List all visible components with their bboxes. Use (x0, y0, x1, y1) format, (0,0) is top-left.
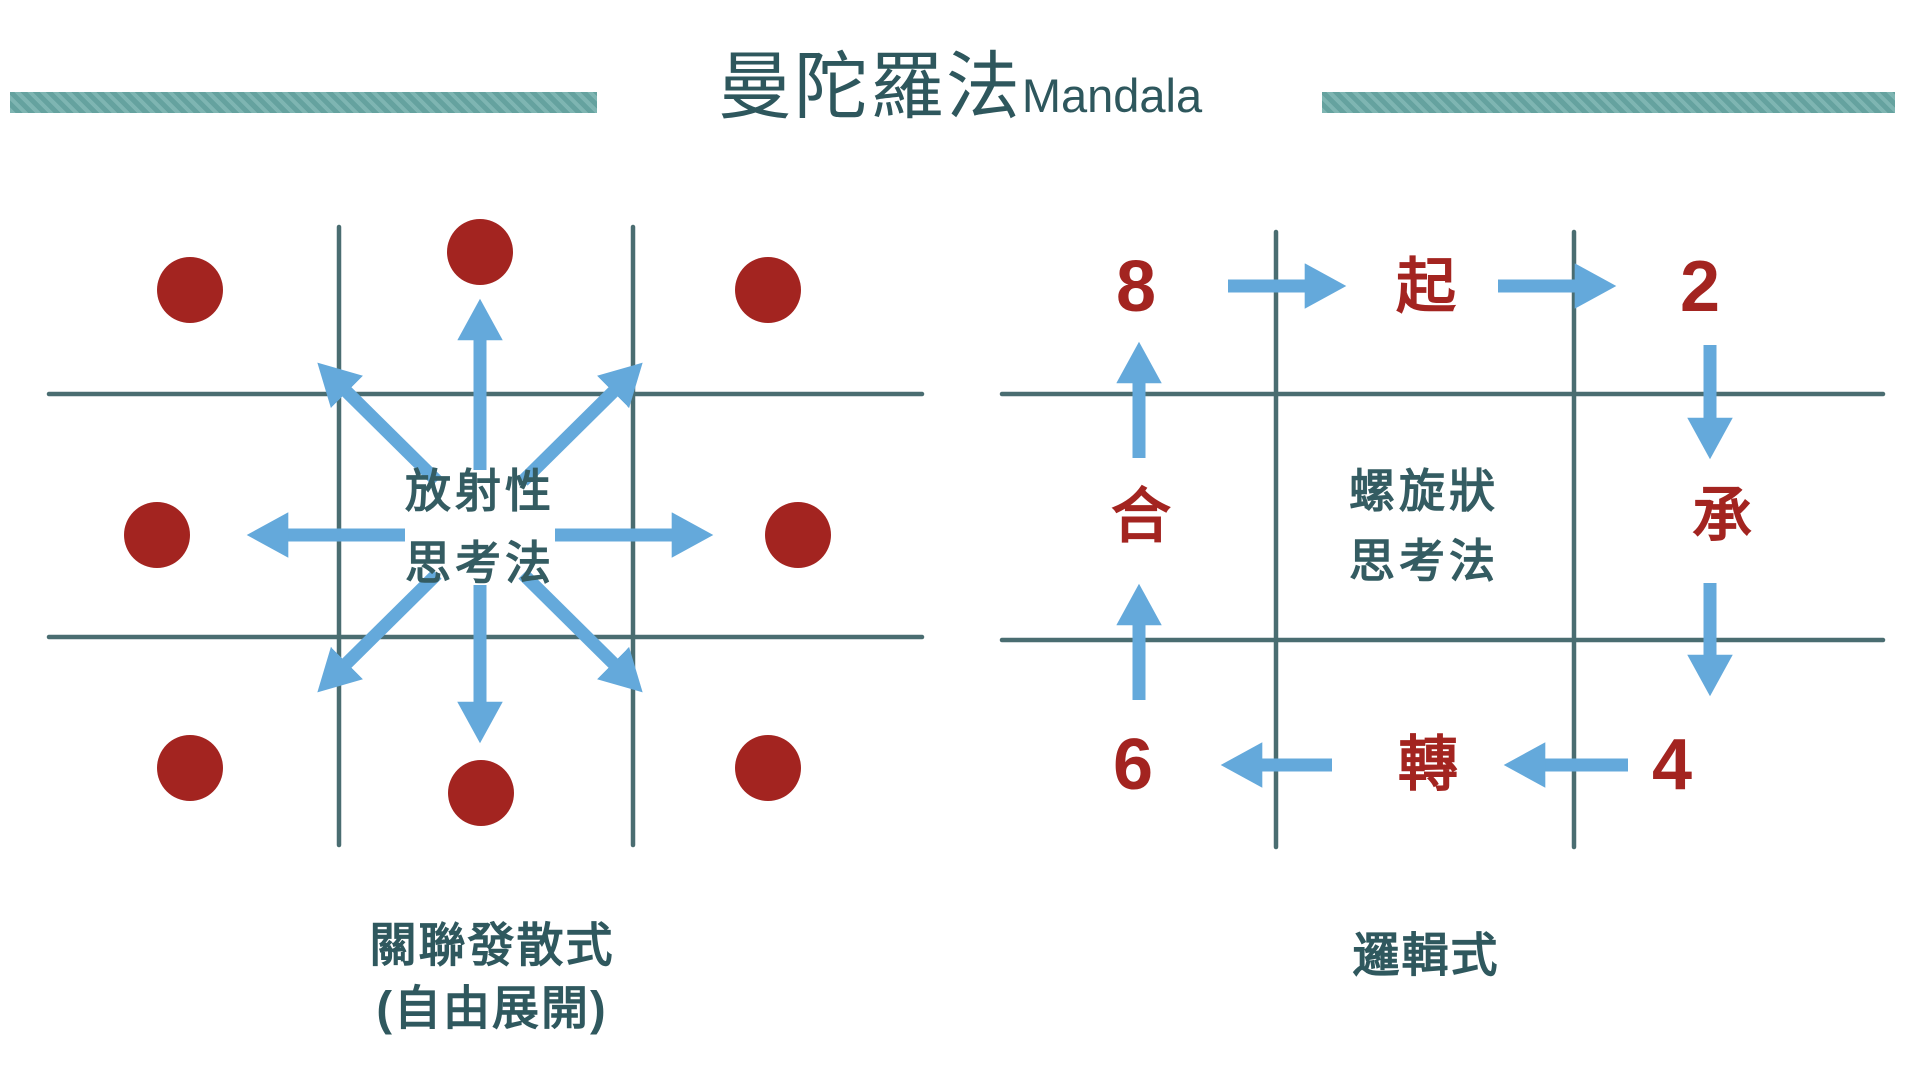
spiral-arrows (1116, 263, 1733, 788)
idea-dot (157, 257, 223, 323)
radiating-arrows (246, 298, 714, 744)
radiate-arrow-up-left-icon (317, 362, 442, 486)
title-main-text: 曼陀羅法 (717, 45, 1022, 128)
right-grid-lines (999, 229, 1886, 850)
idea-dot (448, 760, 514, 826)
idea-dot (157, 735, 223, 801)
decorative-bar-right (1322, 92, 1895, 113)
radiate-arrow-down-right-icon (518, 569, 643, 693)
cell-bottom-right: 4 (1651, 725, 1693, 805)
right-caption: 邏輯式 (1352, 928, 1500, 982)
cell-middle-right: 承 (1692, 482, 1752, 549)
idea-dot (735, 257, 801, 323)
cell-top-left: 8 (1115, 247, 1157, 327)
cell-bottom-center: 轉 (1398, 731, 1458, 798)
idea-dot (447, 219, 513, 285)
idea-dot (735, 735, 801, 801)
left-caption-line1: 關聯發散式 (369, 918, 615, 972)
right-center-label-line1: 螺旋狀 (1349, 465, 1499, 517)
left-center-label-line2: 思考法 (405, 537, 555, 589)
left-center-label-line1: 放射性 (405, 465, 555, 517)
right-center-label-line2: 思考法 (1349, 535, 1499, 587)
left-caption-line2: (自由展開) (376, 981, 608, 1035)
cell-bottom-left: 6 (1112, 725, 1154, 805)
idea-dot (765, 502, 831, 568)
title-sub-text: Mandala (1021, 69, 1203, 122)
cell-top-right: 2 (1679, 247, 1721, 327)
cell-middle-left: 合 (1111, 483, 1171, 550)
idea-dot (124, 502, 190, 568)
cell-top-center: 起 (1396, 253, 1456, 320)
radiate-arrow-up-right-icon (518, 362, 643, 486)
radiate-arrow-down-left-icon (317, 569, 442, 693)
decorative-bar-left (10, 92, 597, 113)
